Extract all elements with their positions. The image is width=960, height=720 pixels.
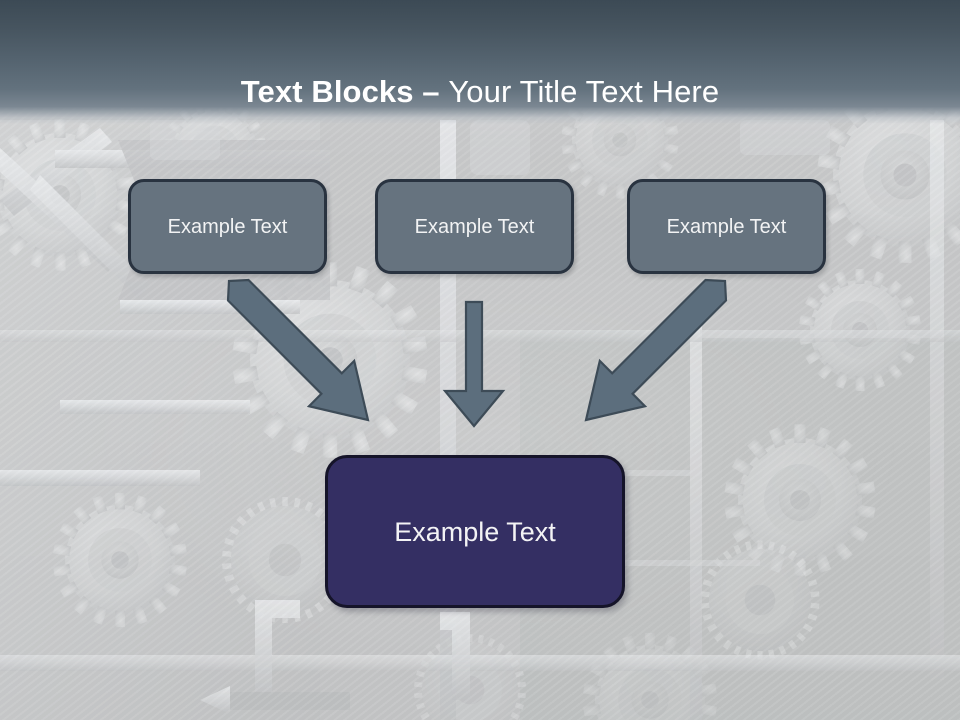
text-block-1-label: Example Text [167,215,288,238]
page-title-bold: Text Blocks [240,73,414,109]
page-title-regular: Your Title Text Here [448,73,720,109]
text-block-3[interactable]: Example Text [627,179,826,274]
text-block-result[interactable]: Example Text [325,455,625,608]
text-block-1[interactable]: Example Text [128,179,327,274]
page-title-separator: – [413,73,449,109]
page-title: Text Blocks – Your Title Text Here [0,73,960,111]
text-block-3-label: Example Text [666,215,787,238]
text-block-2[interactable]: Example Text [375,179,574,274]
text-block-result-label: Example Text [394,516,556,547]
text-block-2-label: Example Text [414,215,535,238]
